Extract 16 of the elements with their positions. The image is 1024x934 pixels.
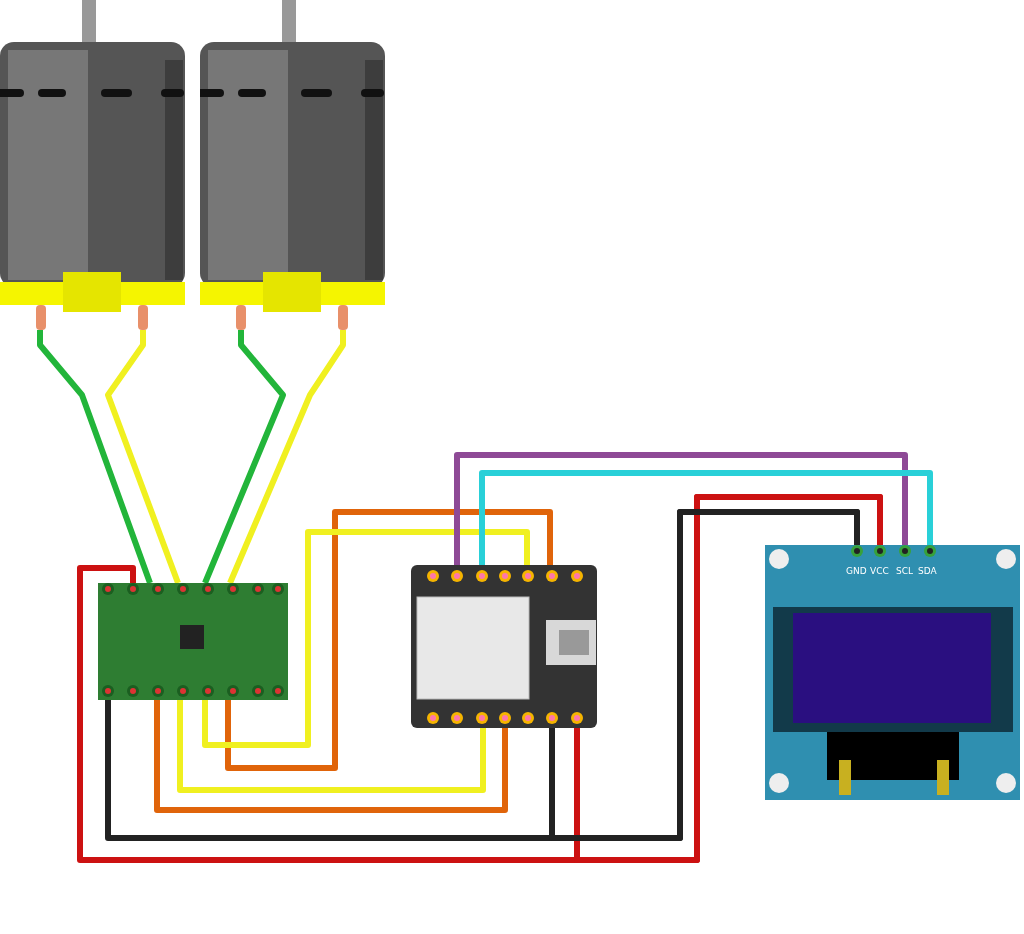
wire bbox=[105, 330, 181, 585]
wire bbox=[227, 330, 346, 585]
wire bbox=[574, 494, 883, 863]
wire bbox=[549, 509, 860, 841]
pin-label: SCL bbox=[896, 566, 913, 576]
pin-label: GND bbox=[846, 566, 867, 576]
wire bbox=[479, 470, 933, 565]
wire bbox=[177, 700, 486, 793]
wire bbox=[454, 452, 908, 565]
pin-label: VCC bbox=[870, 566, 889, 576]
wire bbox=[202, 529, 530, 748]
wire bbox=[202, 330, 286, 585]
wire bbox=[37, 330, 153, 584]
wire bbox=[225, 509, 553, 771]
wire bbox=[154, 700, 508, 813]
pin-label: SDA bbox=[918, 566, 937, 576]
